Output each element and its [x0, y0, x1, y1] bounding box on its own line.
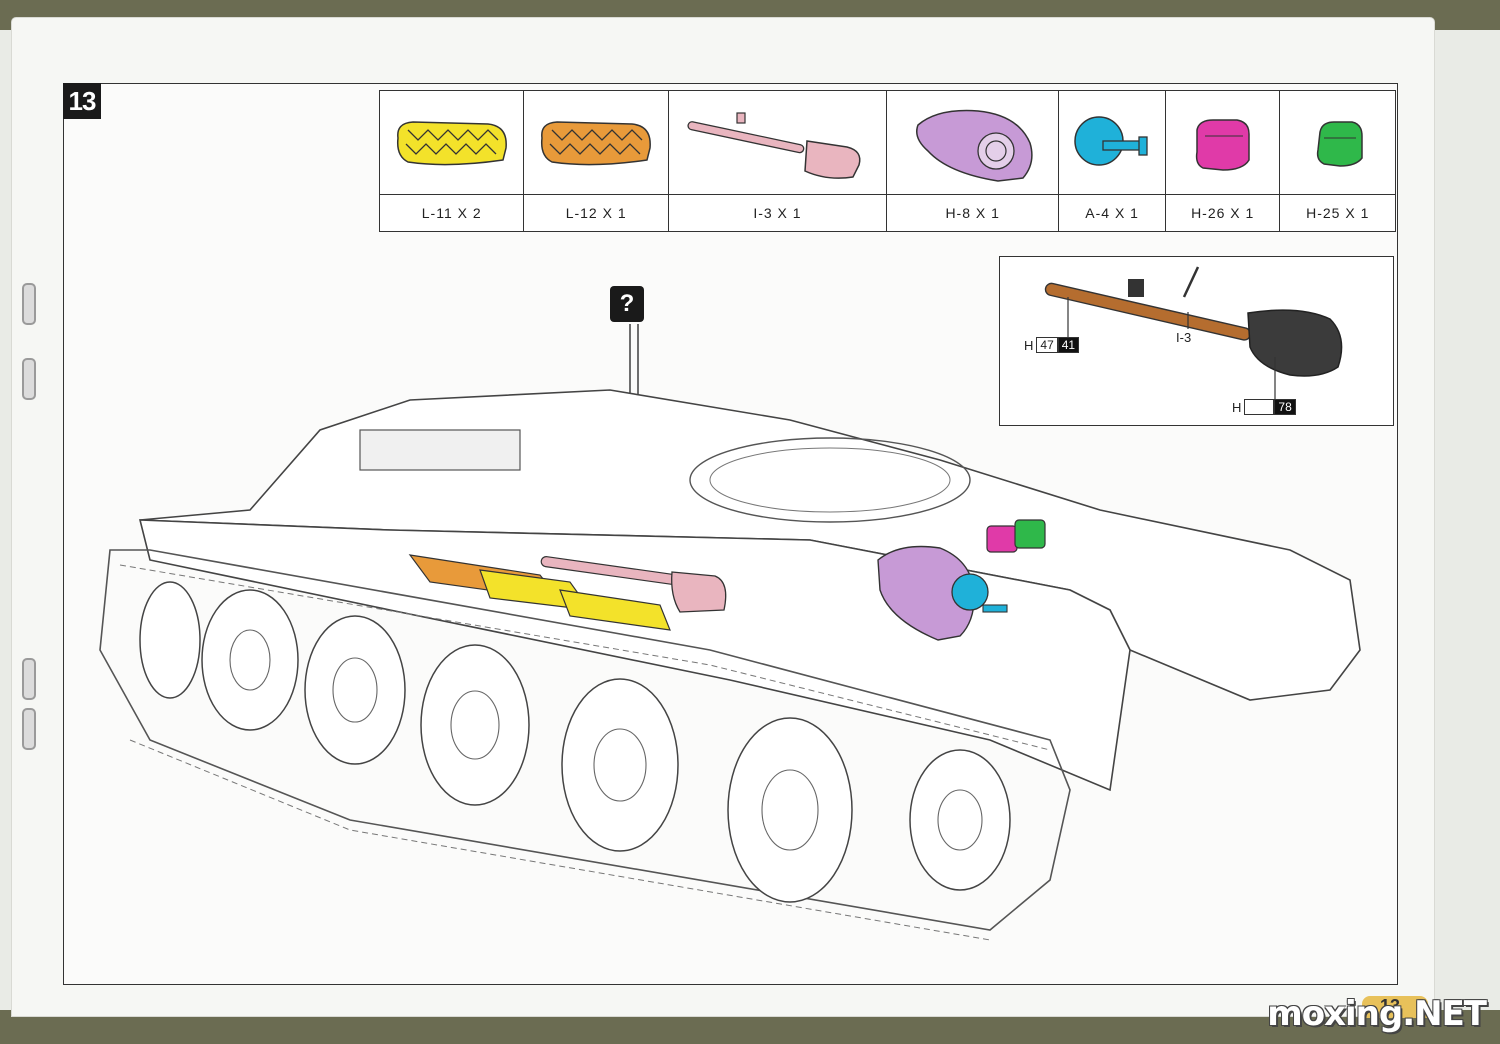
box-icon	[1165, 91, 1280, 195]
part-cell-a4: A-4 X 1	[1059, 91, 1166, 231]
shovel-part-callout: I-3	[1176, 330, 1192, 345]
part-label: A-4 X 1	[1085, 205, 1139, 221]
question-callout-icon: ?	[610, 286, 644, 322]
parts-table: L-11 X 2 L-12 X 1 I-3 X 1	[379, 90, 1396, 232]
step-number-badge: 13	[63, 83, 101, 119]
tank-hull-illustration	[99, 324, 1361, 941]
page-number: 13	[1380, 996, 1401, 1016]
track-links-icon	[524, 91, 668, 195]
watermark: moxing.NET	[1267, 994, 1487, 1034]
part-number-box: 47	[1036, 337, 1058, 353]
part-cell-i3: I-3 X 1	[668, 91, 888, 231]
binding-hole	[22, 283, 36, 325]
part-cell-l12: L-12 X 1	[524, 91, 669, 231]
shovel-icon	[668, 91, 887, 195]
part-label: H-26 X 1	[1191, 205, 1255, 221]
part-cell-h25: H-25 X 1	[1280, 91, 1396, 231]
binding-hole	[22, 658, 36, 700]
shovel-detail-drawing	[1044, 266, 1343, 399]
part-label: I-3 X 1	[753, 205, 802, 221]
box-icon	[1280, 91, 1396, 195]
part-cell-h26: H-26 X 1	[1165, 91, 1281, 231]
binding-hole	[22, 358, 36, 400]
part-label: L-11 X 2	[421, 205, 482, 221]
part-label: L-12 X 1	[565, 205, 627, 221]
part-number-box: 41	[1057, 337, 1080, 353]
part-label: H-25 X 1	[1306, 205, 1370, 221]
blade-prefix: H	[1232, 399, 1242, 415]
handle-part-callout: H 47 41	[1024, 337, 1080, 353]
headlight-icon	[1059, 91, 1165, 195]
part-cell-l11: L-11 X 2	[380, 91, 525, 231]
part-number-box	[1244, 399, 1275, 415]
blade-part-callout: H 78	[1232, 399, 1296, 415]
binding-hole	[22, 708, 36, 750]
part-cell-h8: H-8 X 1	[887, 91, 1060, 231]
shovel-detail-inset: H 47 41 I-3 H 78	[999, 256, 1394, 426]
page-number-tab	[1362, 996, 1428, 1018]
part-label: H-8 X 1	[945, 205, 1000, 221]
part-number-box: 78	[1274, 399, 1296, 415]
handle-prefix: H	[1024, 337, 1034, 353]
cowl-icon	[887, 91, 1059, 195]
track-links-icon	[380, 91, 524, 195]
